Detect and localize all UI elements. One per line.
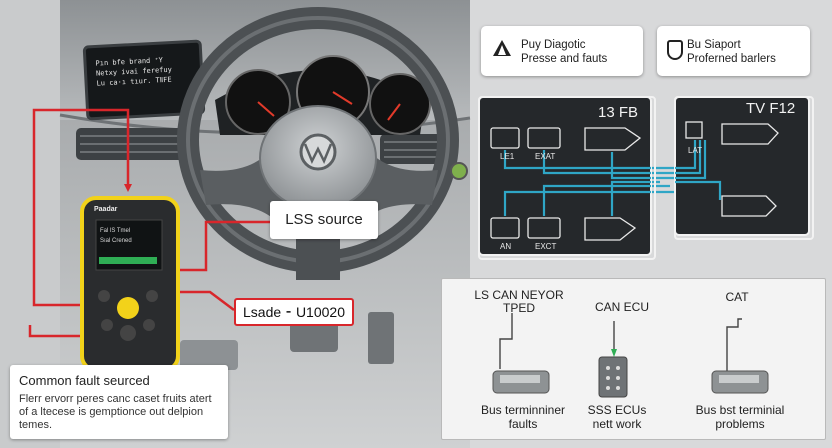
fault-code-tag: Lsade ⁃ U10020 [234, 298, 354, 326]
connection-lines [28, 108, 270, 338]
steering-wheel [177, 7, 459, 280]
col1-footer: Bus terminniner faults [480, 403, 566, 431]
col2-footer: SSS ECUs nett work [587, 403, 647, 431]
scanner-screen-text: Fal lS Tmel Sıal Crened Tıl ___ [100, 226, 160, 256]
ecu-icon [598, 356, 628, 398]
lss-source-callout: LSS source [270, 201, 378, 239]
obd-scanner [80, 196, 180, 372]
scanner-brand: Paadar [94, 206, 118, 213]
bus-icons [492, 313, 769, 398]
dash-screen-text: Pın bfe brand ⁺Y Netxy ivai ferefuy Lu c… [95, 53, 196, 88]
common-fault-title: Common fault seurced [19, 373, 150, 388]
scanner-screen-line: Tıl ___ [100, 248, 119, 254]
module-label-lat: LAT [688, 146, 703, 155]
support-callout: Bu Siaport Proferned barlers [657, 26, 810, 76]
module-label-exat: EXAT [535, 152, 556, 161]
diagnostic-callout-title: Puy Diagotic [521, 39, 586, 51]
pedals [180, 312, 394, 370]
diagnostic-callout: Puy Diagotic Presse and fauts [481, 26, 643, 76]
common-fault-box: Common fault seurced Flerr ervorr peres … [10, 365, 228, 439]
col3-footer: Bus bst terminial problems [695, 403, 785, 431]
bus-info-panel: LS CAN NEYOR TPED CAN ECU CAT Bus termin… [441, 278, 826, 440]
module-label-exct: EXCT [535, 242, 557, 251]
shield-icon [667, 40, 683, 60]
dash-button-icon [450, 162, 468, 180]
network-side-title: TV F12 [746, 100, 796, 117]
module-label-le1: LE1 [500, 152, 515, 161]
col3-title: CAT [725, 290, 749, 304]
scanner-screen-line: Sıal Crened [100, 238, 132, 244]
support-callout-sub: Proferned barlers [687, 53, 776, 65]
support-callout-title: Bu Siaport [687, 39, 741, 51]
common-fault-body: Flerr ervorr peres canc caset fruits ate… [19, 393, 212, 431]
bus-icon-3 [711, 370, 769, 394]
col1-title: LS CAN NEYOR TPED [474, 288, 564, 315]
col2-title: CAN ECU [594, 300, 649, 314]
instrument-cluster [215, 55, 431, 135]
diagnostic-callout-sub: Presse and fauts [521, 53, 608, 65]
network-main-title: 13 FB [598, 104, 639, 121]
bus-icon-1 [492, 370, 550, 394]
scanner-screen-line: Fal lS Tmel [100, 228, 131, 234]
air-vent-left [76, 128, 184, 160]
module-label-an: AN [500, 242, 512, 251]
